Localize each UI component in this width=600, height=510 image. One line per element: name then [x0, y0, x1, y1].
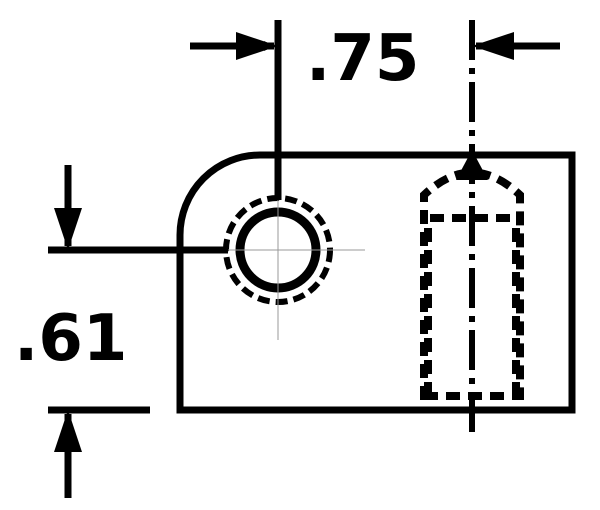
slot-center-arrowhead [456, 150, 488, 180]
arrowhead-bottom [54, 410, 82, 452]
hidden-slot-outer [420, 168, 524, 400]
arrowhead-top [54, 208, 82, 250]
dimension-horizontal-value: .75 [306, 22, 419, 96]
part-outline [176, 151, 576, 414]
arrowhead-left [236, 32, 278, 60]
hidden-slot [420, 168, 524, 400]
dimension-vertical-value: .61 [14, 302, 127, 376]
arrowhead-right [472, 32, 514, 60]
